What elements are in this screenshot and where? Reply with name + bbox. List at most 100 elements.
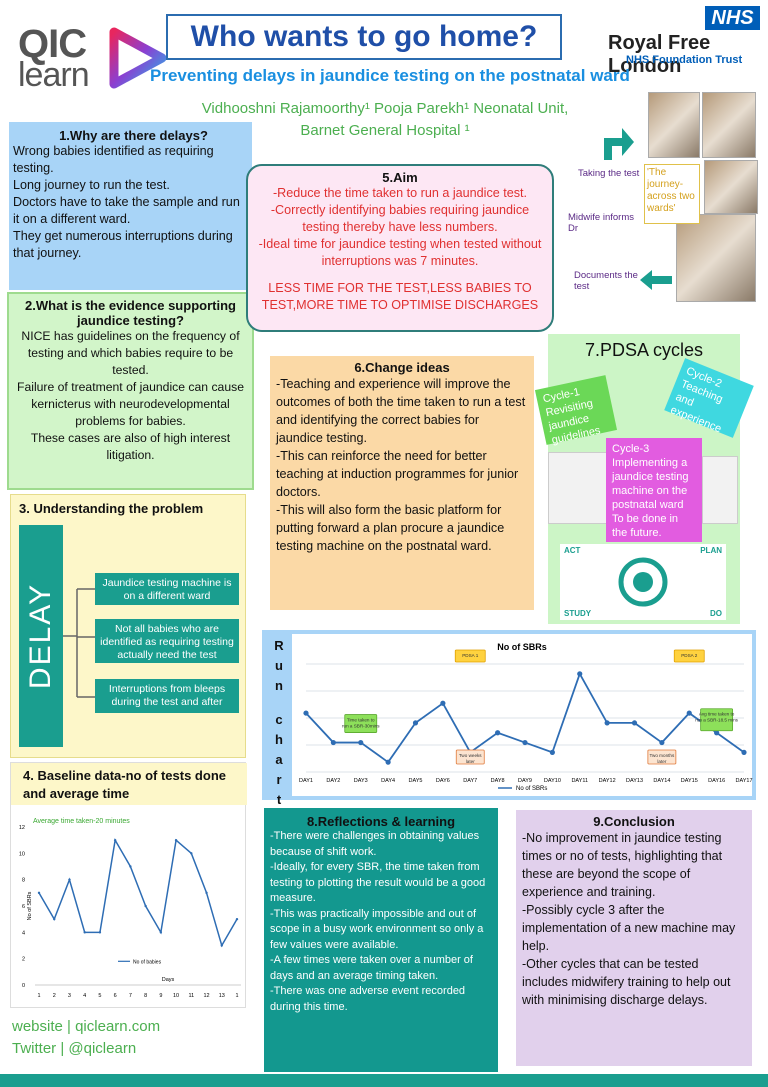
data-point (330, 739, 336, 746)
flow-documents: Documents the test (574, 270, 638, 292)
side-letter: c (275, 712, 283, 727)
section-line: They get numerous interruptions during t… (13, 229, 233, 260)
data-point (83, 931, 86, 934)
data-point (522, 739, 528, 746)
change-line: -Teaching and experience will improve th… (276, 377, 526, 445)
data-point (604, 720, 610, 726)
x-tick-label: DAY11 (571, 778, 588, 784)
y-tick-label: 2 (22, 957, 25, 963)
section-conclusion: 9.Conclusion -No improvement in jaundice… (516, 810, 752, 1066)
annotation-box (454, 649, 486, 663)
x-tick-label: DAY12 (599, 778, 616, 784)
cause-box: Interruptions from bleeps during the tes… (95, 679, 239, 713)
section-evidence: 2.What is the evidence supporting jaundi… (7, 292, 254, 490)
pdsa-cycle-2: Cycle-2 Teaching and experience (664, 358, 754, 438)
x-tick-label: DAY4 (381, 778, 395, 784)
x-tick-label: DAY15 (681, 778, 698, 784)
x-tick-label: DAY16 (708, 778, 725, 784)
y-tick-label: 0 (22, 983, 25, 989)
side-letter: r (276, 772, 282, 787)
aim-emphasis: LESS TIME FOR THE TEST,LESS BABIES TO TE… (261, 281, 539, 312)
annotation-box (647, 749, 677, 765)
x-tick-label: 4 (83, 993, 86, 999)
data-point (303, 710, 309, 716)
x-tick-label: DAY1 (299, 778, 313, 784)
data-point (577, 671, 583, 677)
bottom-bar (0, 1074, 768, 1087)
annotation-text: later (657, 759, 666, 764)
section-line: These cases are also of high interest li… (30, 431, 231, 462)
section-line: Wrong babies identified as requiring tes… (13, 144, 214, 175)
section-heading: 4. Baseline data-no of tests done and av… (11, 763, 247, 805)
data-point (385, 759, 391, 765)
tally-sheet-image (702, 456, 738, 524)
data-point (174, 838, 178, 842)
annotation-text: later (466, 759, 475, 764)
delay-bar: DELAY (19, 525, 63, 747)
chart-title: Average time taken-20 minutes (33, 818, 130, 825)
title-box: Who wants to go home? (166, 14, 562, 60)
pdsa-cycle-3: Cycle-3 Implementing a jaundice testing … (606, 438, 702, 542)
corridor-photo (704, 160, 758, 214)
y-tick-label: 6 (22, 904, 25, 910)
pdsa-wheel: ACT PLAN STUDY DO (560, 544, 726, 620)
poster-subtitle: Preventing delays in jaundice testing on… (150, 66, 630, 85)
flow-midwife: Midwife informs Dr (568, 212, 634, 234)
series-line (38, 837, 238, 948)
x-tick-label: 2 (53, 993, 56, 999)
x-tick-label: 8 (144, 993, 147, 999)
data-point (549, 749, 555, 755)
pdsa-do: DO (710, 609, 722, 618)
qiclearn-logo: QIC learn (18, 22, 168, 94)
x-tick-label: DAY14 (653, 778, 670, 784)
x-tick-label: DAY9 (518, 778, 532, 784)
data-point (144, 904, 147, 908)
twitter-link[interactable]: Twitter | @qiclearn (12, 1040, 137, 1057)
pdsa-cycle-1: Cycle-1 Revisiting jaundice guidelines (534, 375, 618, 447)
journey-note: 'The journey-across two wards' (644, 164, 700, 224)
tally-sheet-image (548, 452, 612, 524)
conclusion-line: -No improvement in jaundice testing time… (522, 831, 723, 899)
annotation-text: run a SBR-18.5 mins (695, 718, 738, 723)
y-axis-label: No of SBRs (27, 891, 33, 920)
baseline-chart: Average time taken-20 minutes024681012No… (19, 818, 241, 999)
aim-line: -Ideal time for jaundice testing when te… (258, 237, 542, 268)
annotation-text: Avg time taken to (699, 712, 735, 717)
x-tick-label: 1 (37, 993, 40, 999)
x-tick-label: DAY3 (354, 778, 368, 784)
pdsa-plan: PLAN (700, 546, 722, 555)
section-heading: 3. Understanding the problem (19, 501, 204, 516)
data-point (440, 700, 446, 706)
x-tick-label: 3 (68, 993, 71, 999)
annotation-text: run a SBR-30mins (342, 724, 380, 729)
data-point (495, 730, 501, 736)
trust-subtitle: NHS Foundation Trust (626, 54, 743, 66)
reflection-line: -A few times were taken over a number of… (270, 954, 473, 982)
side-letter: h (275, 732, 283, 747)
y-tick-label: 4 (22, 930, 25, 936)
section-change-ideas: 6.Change ideas -Teaching and experience … (270, 356, 534, 610)
x-tick-label: 10 (173, 993, 179, 999)
change-line: -This will also form the basic platform … (276, 503, 505, 553)
section-heading: 6.Change ideas (354, 360, 450, 375)
legend-label: No of babies (133, 959, 162, 965)
authors-line-2: Barnet General Hospital ¹ (300, 122, 470, 139)
x-tick-label: 12 (203, 993, 209, 999)
data-point (129, 865, 132, 868)
annotation-box (673, 649, 705, 663)
website-link[interactable]: website | qiclearn.com (12, 1018, 161, 1035)
data-point (98, 931, 102, 934)
authors-line-1: Vidhooshni Rajamoorthy¹ Pooja Parekh¹ Ne… (201, 100, 569, 117)
reflection-line: -This was practically impossible and out… (270, 907, 484, 951)
x-tick-label: 7 (129, 993, 132, 999)
data-point (686, 710, 692, 716)
data-point (113, 838, 117, 842)
data-point (412, 720, 419, 726)
nhs-badge: NHS (705, 6, 760, 30)
side-letter: t (276, 792, 282, 807)
left-arrow-icon (640, 270, 672, 290)
x-tick-label: DAY6 (436, 778, 450, 784)
